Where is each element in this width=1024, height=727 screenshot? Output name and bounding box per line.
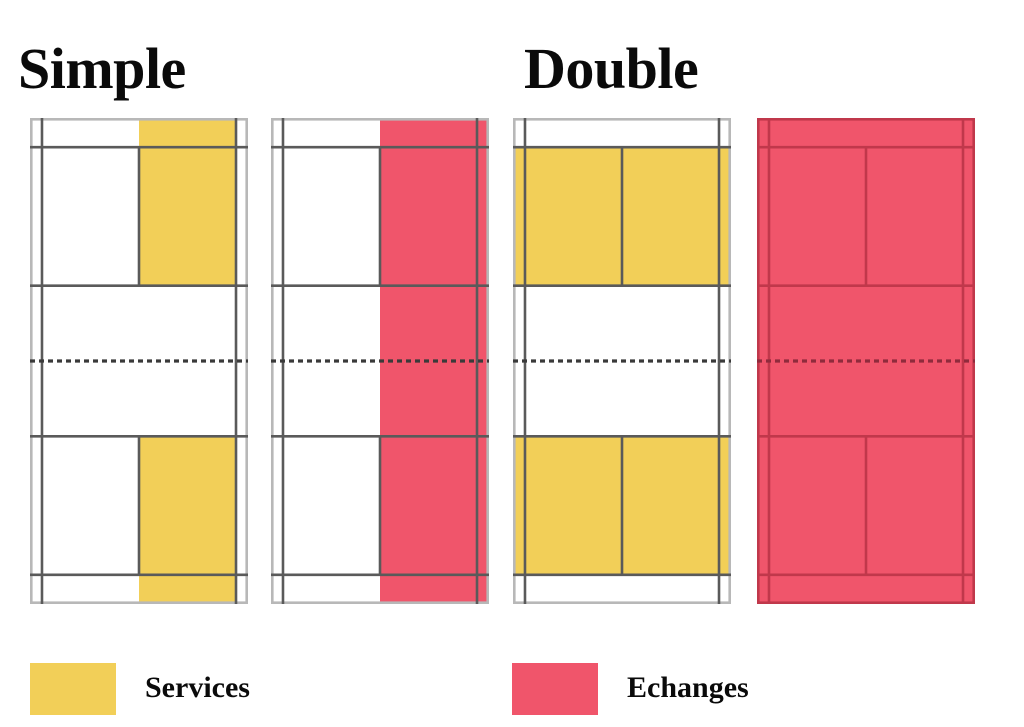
court-double-echanges-graphic [757, 118, 975, 604]
echanges-swatch [512, 663, 598, 715]
top-right-service-court [139, 118, 237, 286]
court-simple-echanges [271, 118, 489, 604]
services-legend-label: Services [145, 671, 250, 704]
court-simple-services [30, 118, 248, 604]
services-swatch [30, 663, 116, 715]
court-double-services [513, 118, 731, 604]
page-title-simple: Simple [18, 36, 186, 101]
court-simple-echanges-graphic [271, 118, 489, 604]
echanges-legend-label: Echanges [627, 671, 749, 704]
bottom-right-service-court [139, 436, 237, 604]
court-simple-services-graphic [30, 118, 248, 604]
court-double-echanges [757, 118, 975, 604]
court-double-services-graphic [513, 118, 731, 604]
page-title-double: Double [524, 36, 699, 101]
